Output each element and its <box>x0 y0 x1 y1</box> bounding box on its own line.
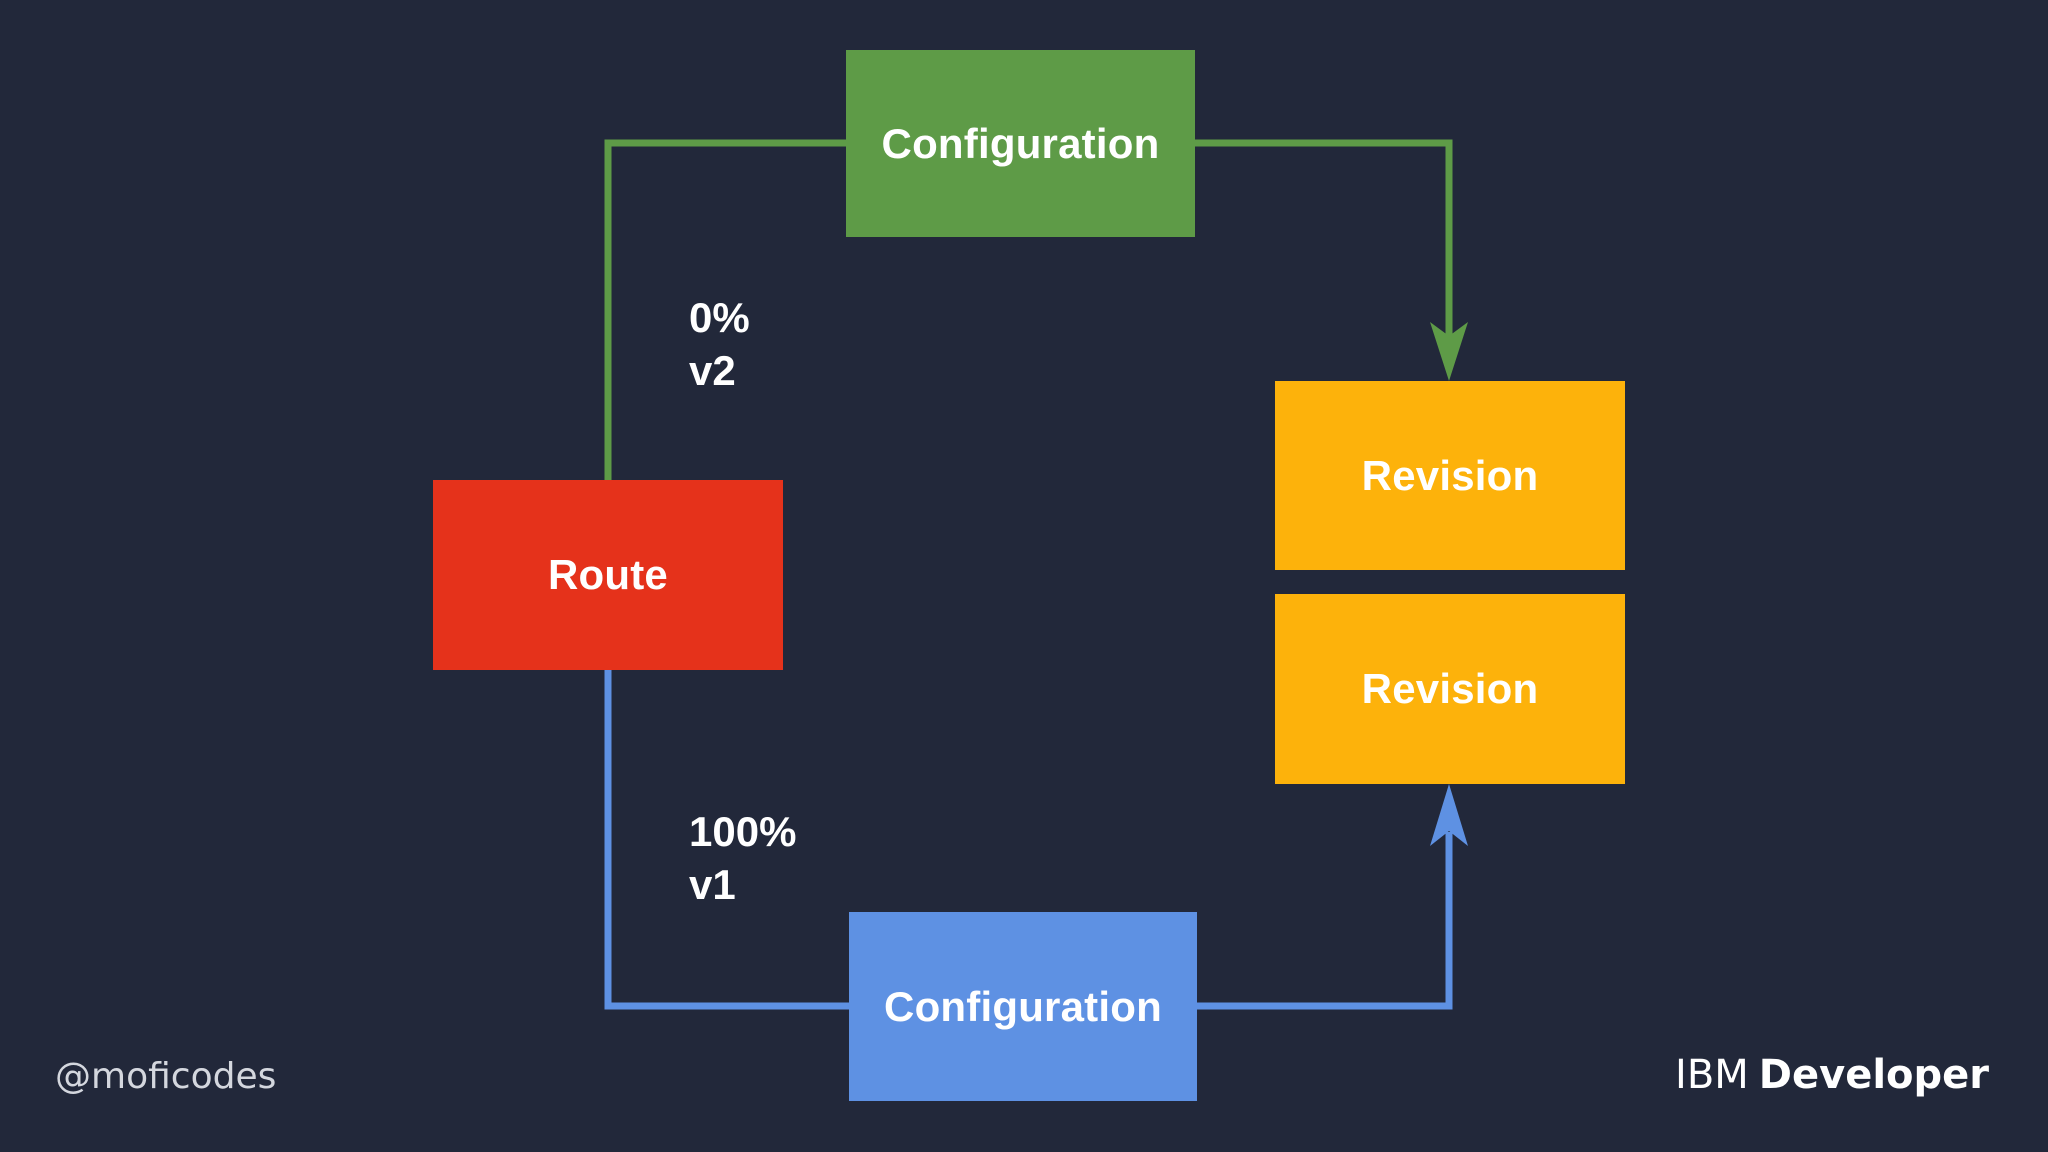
route-label: Route <box>548 551 668 598</box>
green-connector-to-revision <box>1195 139 1453 340</box>
configuration-bottom-box: Configuration <box>849 912 1197 1101</box>
brand-developer: Developer <box>1758 1052 1989 1098</box>
route-box: Route <box>433 480 783 670</box>
green-arrowhead <box>1430 322 1468 381</box>
blue-connector-to-revision <box>1197 832 1453 1010</box>
traffic-bottom-percent: 100% <box>689 808 797 855</box>
configuration-bottom-label: Configuration <box>884 982 1162 1030</box>
revision-box-1: Revision <box>1275 381 1625 570</box>
traffic-split-bottom: 100% v1 <box>689 805 796 911</box>
configuration-top-box: Configuration <box>846 50 1195 237</box>
author-handle: @moficodes <box>55 1056 277 1097</box>
blue-arrowhead <box>1430 784 1468 846</box>
green-connector <box>604 139 846 480</box>
revision-box-2: Revision <box>1275 594 1625 784</box>
traffic-top-version: v2 <box>689 347 736 394</box>
traffic-bottom-version: v1 <box>689 861 736 908</box>
brand-ibm: IBM <box>1675 1052 1749 1098</box>
revision-2-label: Revision <box>1361 665 1539 712</box>
revision-1-label: Revision <box>1361 451 1539 499</box>
traffic-top-percent: 0% <box>689 294 750 341</box>
blue-connector <box>604 670 849 1010</box>
configuration-top-label: Configuration <box>881 119 1160 167</box>
traffic-split-top: 0% v2 <box>689 291 750 397</box>
